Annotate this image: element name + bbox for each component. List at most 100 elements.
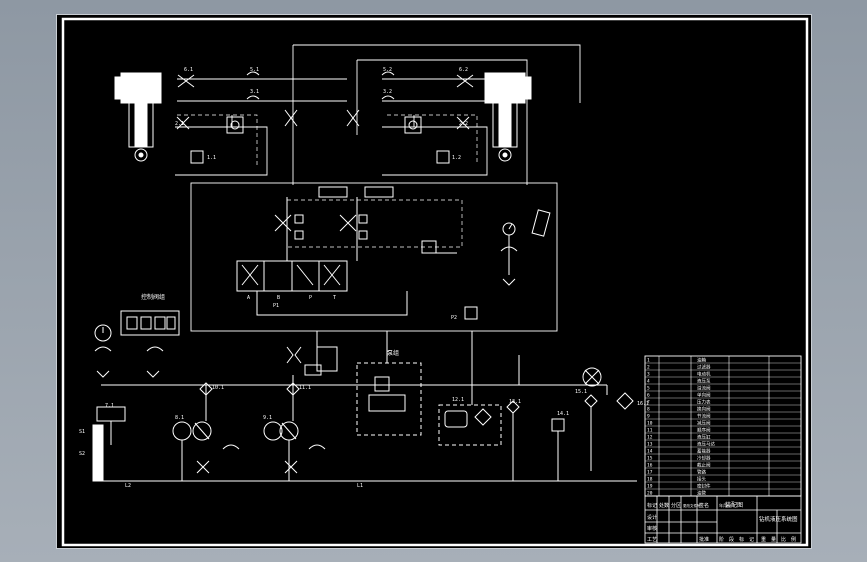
label-valve-group: 控制阀组 [141, 293, 165, 301]
label-pump-group: 泵组 [387, 349, 399, 357]
label-e9: 15.1 [575, 389, 587, 395]
label-d6: 6.2 [459, 67, 468, 73]
label-d9: 2.2 [459, 121, 468, 127]
label-e8: 14.1 [557, 411, 569, 417]
label-e7: 13.1 [509, 399, 521, 405]
parts-row-no: 3 [647, 372, 650, 378]
drawing-sheet: 6.1 5.1 3.1 2.1 1.1 6.2 5.2 3.2 2.2 1.2 … [56, 14, 812, 549]
parts-row-no: 5 [647, 386, 650, 392]
left-cylinder [114, 72, 162, 162]
label-e3: 9.1 [263, 415, 272, 421]
title-grid-7: 例 [791, 536, 796, 543]
label-e2: 8.1 [175, 415, 184, 421]
label-e6: 12.1 [452, 397, 464, 403]
parts-row-name: 冷却器 [697, 455, 711, 462]
parts-row-no: 18 [647, 477, 653, 483]
parts-row-no: 20 [647, 491, 653, 497]
title-role-2: 工艺 [647, 537, 657, 543]
parts-row-name: 液压马达 [697, 441, 715, 448]
title-grid-2: 标 [739, 536, 744, 543]
parts-row-name: 节流阀 [697, 413, 711, 420]
parts-row-no: 17 [647, 470, 653, 476]
title-row-label-0: 标记 [647, 502, 657, 509]
title-grid-0: 阶 [719, 536, 724, 543]
title-role-3: 批准 [699, 536, 709, 543]
title-row-label-2: 分区 [671, 502, 681, 509]
parts-row-name: 减压阀 [697, 420, 711, 427]
hydraulic-schematic: 6.1 5.1 3.1 2.1 1.1 6.2 5.2 3.2 2.2 1.2 … [61, 17, 809, 547]
title-grid-6: 比 [781, 536, 786, 543]
title-name-cell: 装配图 [725, 501, 743, 509]
diagram-labels: 6.1 5.1 3.1 2.1 1.1 6.2 5.2 3.2 2.2 1.2 … [79, 67, 649, 489]
parts-row-name: 单向阀 [697, 392, 711, 399]
label-t5: T [333, 295, 336, 301]
title-role-1: 审核 [647, 525, 657, 532]
title-grid-3: 记 [749, 536, 754, 543]
label-m3: L1 [357, 483, 363, 489]
label-d5: 1.1 [207, 155, 216, 161]
parts-row-name: 蓄能器 [697, 448, 711, 455]
title-row-label-1: 处数 [659, 502, 669, 509]
parts-row-name: 密封件 [697, 483, 711, 490]
title-row-label-5: 年月日 [719, 502, 731, 508]
parts-row-no: 2 [647, 365, 650, 371]
parts-row-no: 19 [647, 484, 653, 490]
pump-circuits [92, 331, 637, 482]
parts-row-no: 14 [647, 449, 653, 455]
parts-row-name: 截止阀 [697, 462, 711, 469]
pump-group [94, 310, 180, 378]
title-grid-5: 量 [771, 536, 776, 543]
control-valve-block [190, 182, 558, 332]
title-drawing-no: 钻机液压系统图 [759, 515, 798, 523]
parts-row-no: 8 [647, 407, 650, 413]
label-e10: 16.1 [637, 401, 649, 407]
label-m1: S1 [79, 429, 85, 435]
label-d2: 5.1 [250, 67, 259, 73]
label-d1: 6.1 [184, 67, 193, 73]
label-d10: 1.2 [452, 155, 461, 161]
parts-row-no: 10 [647, 421, 653, 427]
parts-row-name: 顺序阀 [697, 427, 711, 434]
label-e5: 11.1 [299, 385, 311, 391]
title-block [644, 495, 802, 544]
title-role-0: 设计 [647, 514, 657, 521]
label-m6: P2 [451, 315, 457, 321]
parts-row-no: 6 [647, 393, 650, 399]
title-row-label-3: 更改文件号 [683, 503, 701, 508]
label-t2: A [247, 295, 250, 301]
label-m5: P1 [273, 303, 279, 309]
label-d8: 3.2 [383, 89, 392, 95]
title-block-text: 装配图 钻机液压系统图 标记 处数 分区 更改文件号 签名 年月日 设计 审核 … [647, 501, 798, 543]
parts-row-name: 接头 [697, 476, 706, 483]
parts-row-name: 电动机 [697, 371, 711, 378]
title-grid-1: 段 [729, 536, 734, 543]
parts-row-name: 管路 [697, 469, 706, 476]
label-d7: 5.2 [383, 67, 392, 73]
parts-row-no: 9 [647, 414, 650, 420]
pilot-lines [177, 114, 478, 248]
parts-row-name: 压力表 [697, 399, 711, 406]
parts-row-no: 11 [647, 428, 653, 434]
parts-row-no: 16 [647, 463, 653, 469]
label-m2: S2 [79, 451, 85, 457]
title-row-label-4: 签名 [699, 502, 709, 509]
right-cylinder [484, 72, 532, 162]
label-t3: B [277, 295, 280, 301]
parts-row-no: 15 [647, 456, 653, 462]
parts-row-name: 换向阀 [697, 406, 711, 413]
top-valve-symbols [176, 71, 474, 164]
parts-row-no: 13 [647, 442, 653, 448]
label-e1: 7.1 [105, 403, 114, 409]
title-grid-4: 重 [761, 536, 766, 543]
parts-row-name: 油箱 [697, 357, 706, 364]
label-d3: 3.1 [250, 89, 259, 95]
label-t4: P [309, 295, 312, 301]
label-d4: 2.1 [175, 121, 184, 127]
label-m4: L2 [125, 483, 131, 489]
parts-row-name: 液压缸 [697, 434, 711, 441]
parts-row-no: 12 [647, 435, 653, 441]
parts-row-name: 油管 [697, 490, 706, 497]
parts-row-name: 溢流阀 [697, 385, 711, 392]
